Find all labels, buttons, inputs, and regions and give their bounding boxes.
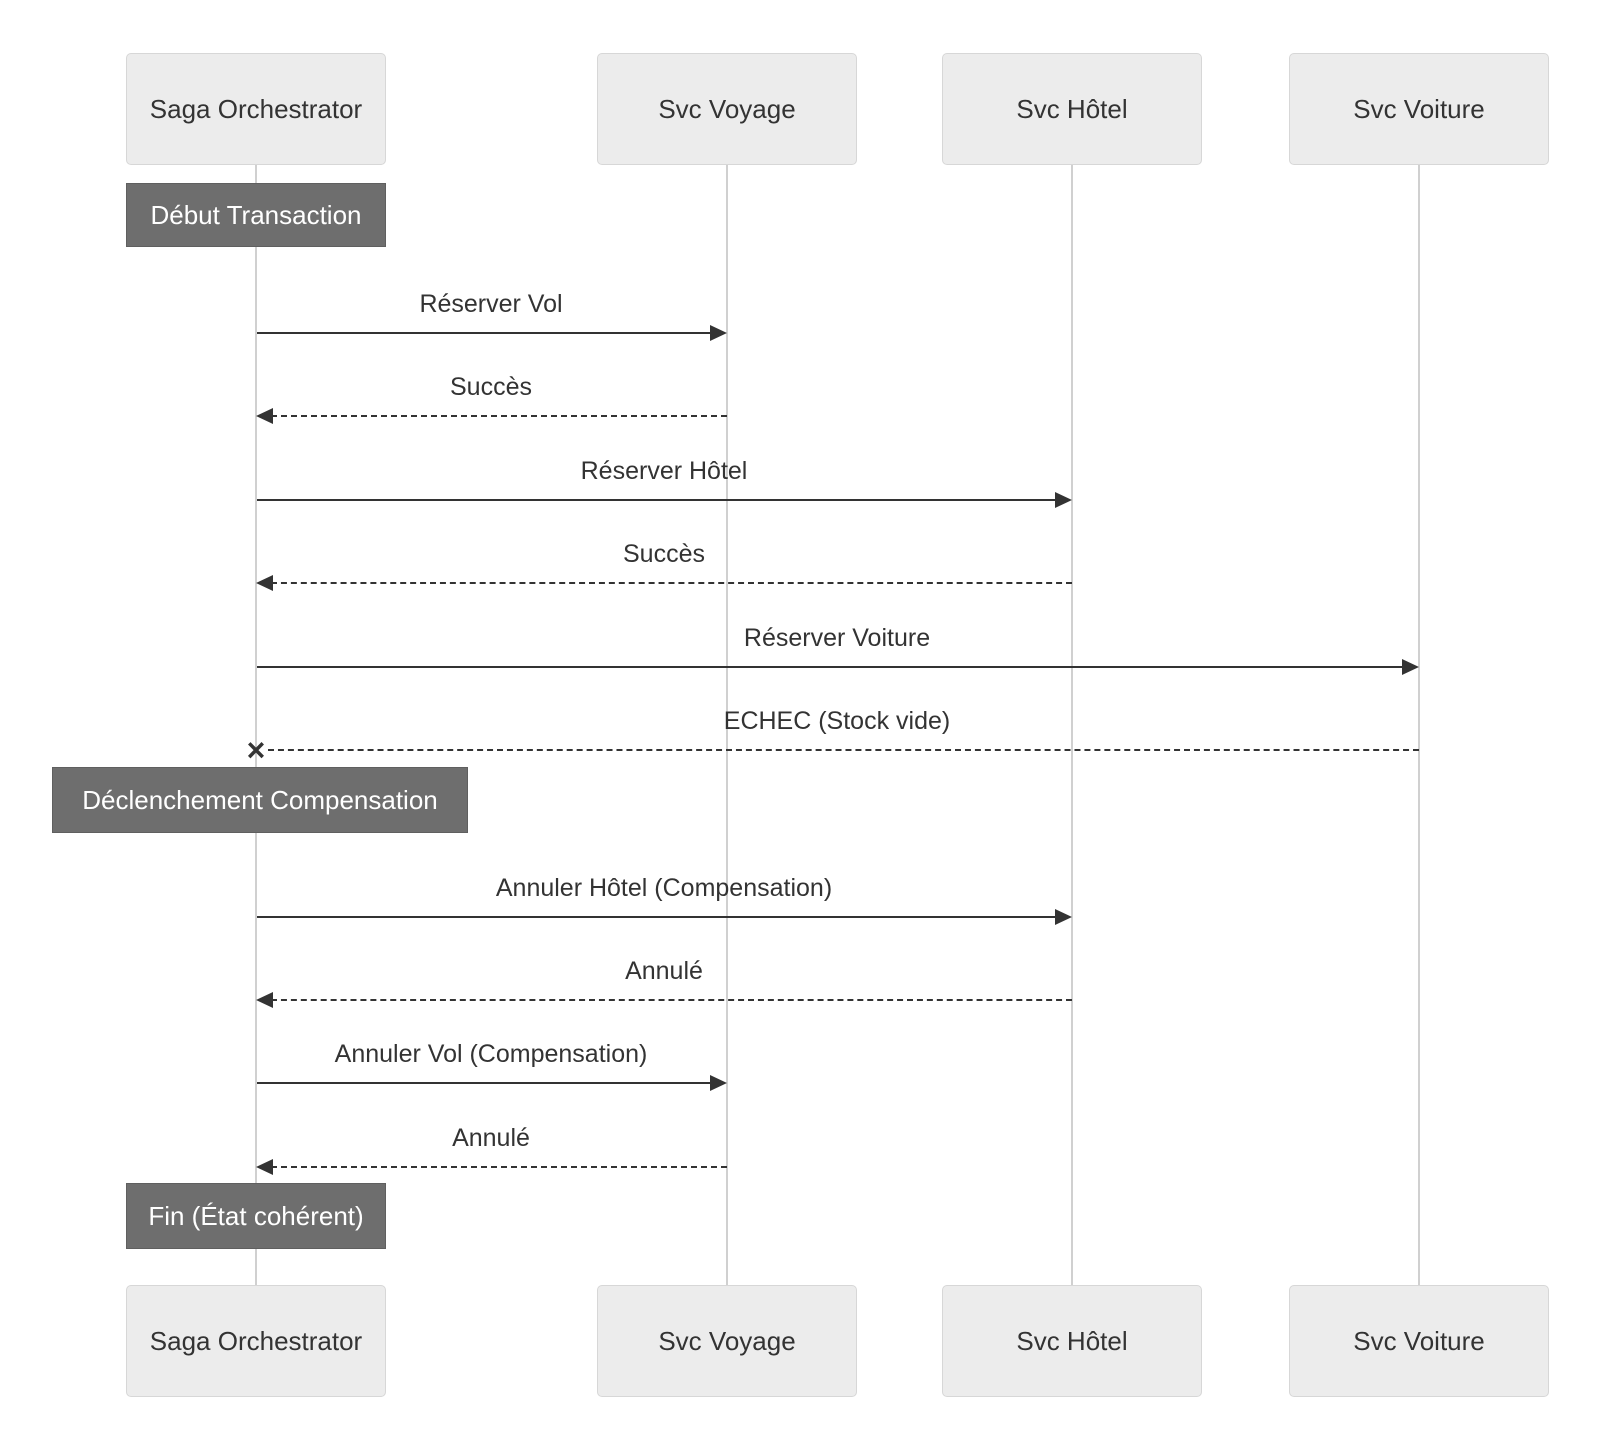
- arrowhead-right-icon: [1402, 659, 1419, 675]
- participant-label: Saga Orchestrator: [149, 1325, 363, 1356]
- participant-top-svc-voiture: Svc Voiture: [1289, 53, 1549, 165]
- message-line: [257, 916, 1057, 918]
- message-label: Réserver Voiture: [743, 624, 931, 652]
- message-label: Annuler Hôtel (Compensation): [495, 874, 833, 902]
- participant-bottom-svc-voiture: Svc Voiture: [1289, 1285, 1549, 1397]
- participant-top-saga-orchestrator: Saga Orchestrator: [126, 53, 386, 165]
- participant-top-svc-voyage: Svc Voyage: [597, 53, 857, 165]
- note-text: Déclenchement Compensation: [82, 784, 438, 815]
- lifeline-svc-voiture: [1418, 165, 1420, 1285]
- participant-label: Svc Voyage: [658, 1325, 796, 1356]
- note-debut-transaction: Début Transaction: [126, 183, 386, 247]
- arrowhead-left-icon: [256, 575, 273, 591]
- arrowhead-right-icon: [1055, 492, 1072, 508]
- arrowhead-left-icon: [256, 1159, 273, 1175]
- message-line: [271, 415, 727, 417]
- participant-label: Svc Hôtel: [1016, 93, 1128, 124]
- participant-label: Svc Voyage: [658, 93, 796, 124]
- message-line: [257, 499, 1057, 501]
- message-label: Réserver Hôtel: [580, 457, 748, 485]
- participant-label: Svc Voiture: [1353, 1325, 1485, 1356]
- participant-label: Svc Hôtel: [1016, 1325, 1128, 1356]
- message-line: [268, 749, 1419, 751]
- message-label: ECHEC (Stock vide): [723, 707, 951, 735]
- message-line: [257, 332, 712, 334]
- message-label: Succès: [623, 540, 705, 568]
- participant-bottom-svc-hotel: Svc Hôtel: [942, 1285, 1202, 1397]
- failure-cross-icon: ×: [246, 732, 266, 768]
- note-fin-etat-coherent: Fin (État cohérent): [126, 1183, 386, 1249]
- arrowhead-left-icon: [256, 992, 273, 1008]
- note-declenchement-compensation: Déclenchement Compensation: [52, 767, 468, 833]
- message-label: Réserver Vol: [419, 290, 563, 318]
- participant-bottom-saga-orchestrator: Saga Orchestrator: [126, 1285, 386, 1397]
- message-label: Annuler Vol (Compensation): [334, 1040, 648, 1068]
- message-label: Annulé: [452, 1124, 530, 1152]
- message-line: [271, 1166, 727, 1168]
- lifeline-svc-hotel: [1071, 165, 1073, 1285]
- note-text: Début Transaction: [150, 199, 362, 230]
- lifeline-svc-voyage: [726, 165, 728, 1285]
- participant-bottom-svc-voyage: Svc Voyage: [597, 1285, 857, 1397]
- arrowhead-right-icon: [710, 325, 727, 341]
- lifeline-saga-orchestrator: [255, 165, 257, 1285]
- message-label: Succès: [450, 373, 532, 401]
- arrowhead-left-icon: [256, 408, 273, 424]
- message-line: [271, 582, 1072, 584]
- participant-label: Saga Orchestrator: [149, 93, 363, 124]
- arrowhead-right-icon: [1055, 909, 1072, 925]
- note-text: Fin (État cohérent): [148, 1200, 364, 1231]
- message-line: [271, 999, 1072, 1001]
- arrowhead-right-icon: [710, 1075, 727, 1091]
- message-label: Annulé: [625, 957, 703, 985]
- participant-top-svc-hotel: Svc Hôtel: [942, 53, 1202, 165]
- message-line: [257, 666, 1404, 668]
- message-line: [257, 1082, 712, 1084]
- participant-label: Svc Voiture: [1353, 93, 1485, 124]
